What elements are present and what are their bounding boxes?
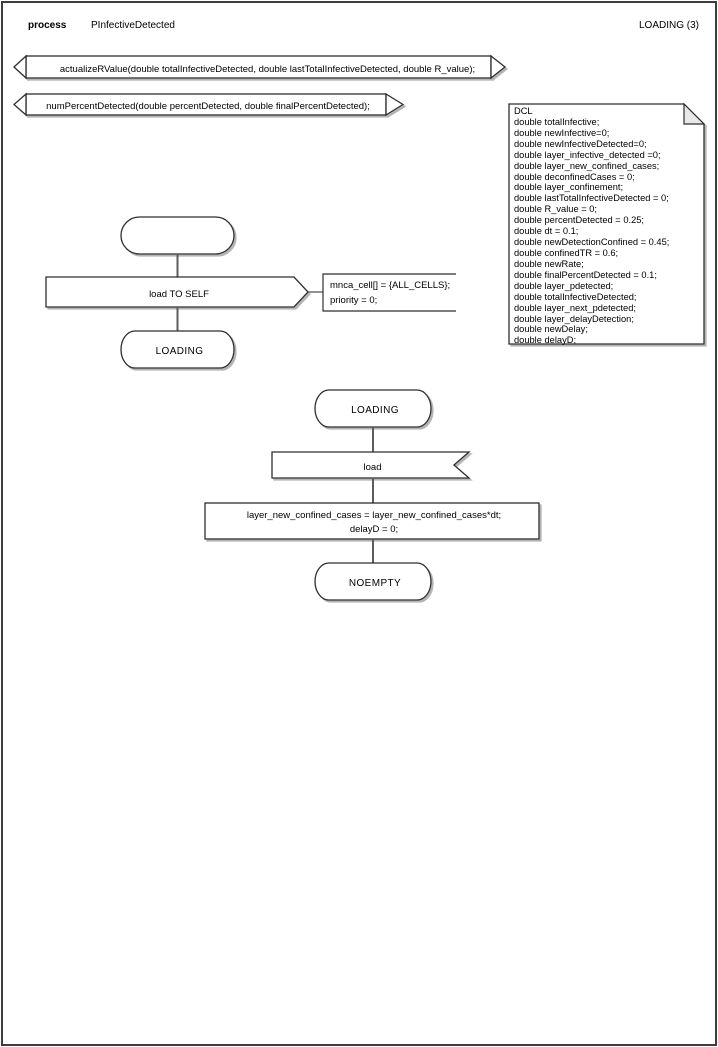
state-label: LOADING (351, 405, 399, 416)
nextstate-label: NOEMPTY (348, 578, 402, 589)
state-symbol-loading[interactable] (314, 389, 432, 428)
output-symbol-load-to-self[interactable] (45, 276, 309, 308)
input-label: load (363, 461, 382, 473)
task-symbol[interactable] (204, 502, 540, 540)
output-label: load TO SELF (149, 288, 209, 300)
start-symbol[interactable] (120, 216, 235, 255)
page-label: LOADING (3) (639, 19, 700, 31)
input-symbol-load[interactable] (271, 451, 471, 479)
task-text: layer_new_confined_cases = layer_new_con… (246, 509, 502, 536)
comment-text: mnca_cell[] = {ALL_CELLS}; priority = 0; (330, 280, 451, 306)
procedure-declaration-actualizeRValue[interactable] (13, 54, 507, 80)
procedure-declaration-label: actualizeRValue(double totalInfectiveDet… (59, 63, 476, 75)
diagram-canvas (13, 54, 706, 601)
procedure-declaration-label: numPercentDetected(double percentDetecte… (46, 101, 370, 112)
folded-corner (683, 102, 706, 125)
dcl-text-symbol[interactable] (508, 102, 706, 345)
comment-symbol[interactable] (322, 273, 456, 312)
procedure-declaration-numPercentDetected[interactable] (13, 92, 405, 117)
nextstate-symbol-loading[interactable] (120, 330, 235, 369)
process-name: PInfectiveDetected (91, 19, 175, 31)
process-kind-label: process (28, 19, 67, 31)
dcl-declarations-text: DCL double totalInfective; double newInf… (514, 106, 670, 346)
nextstate-label: LOADING (155, 346, 204, 357)
nextstate-symbol-noempty[interactable] (314, 562, 432, 601)
